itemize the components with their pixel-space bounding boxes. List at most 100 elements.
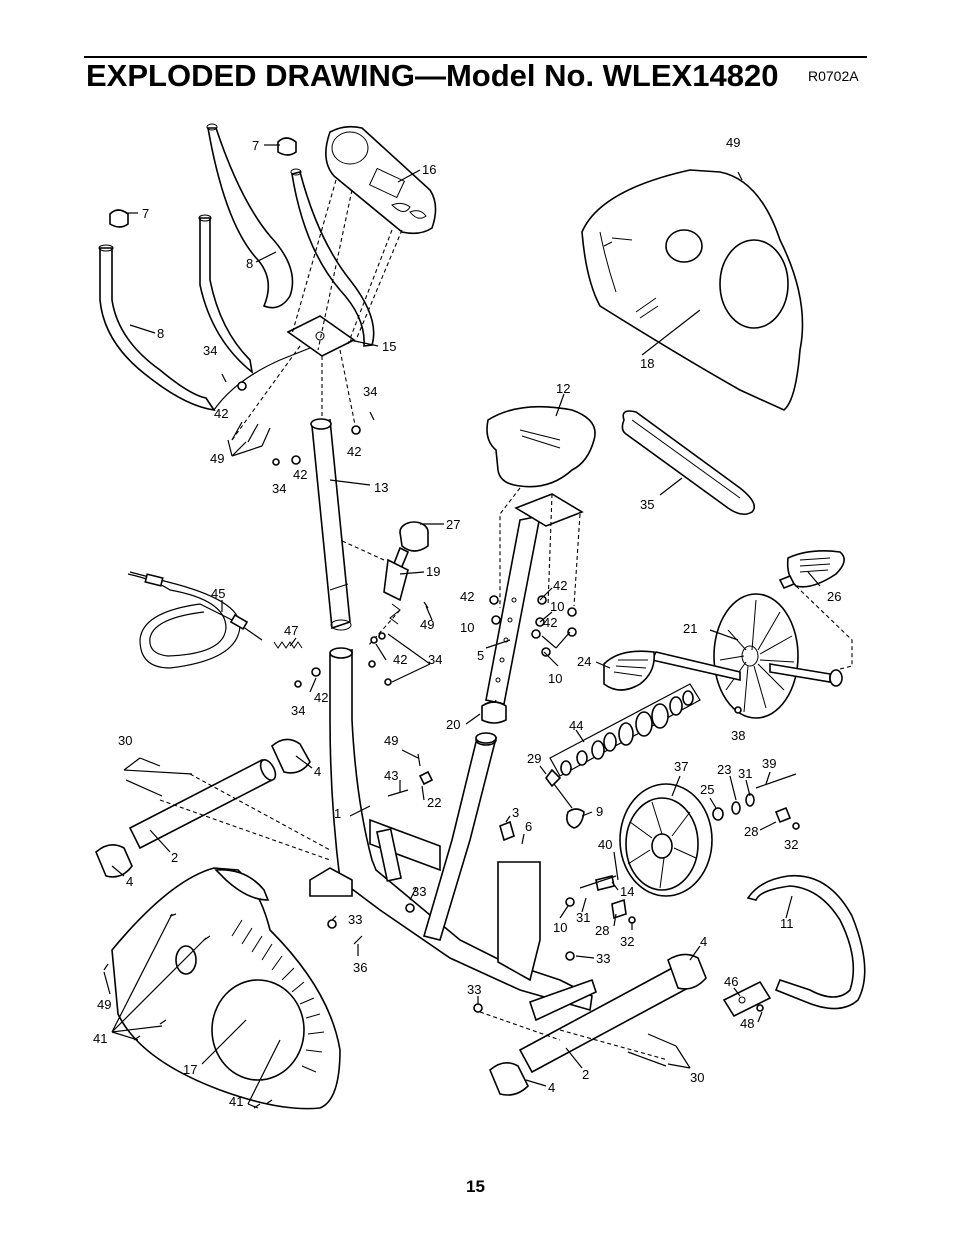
label-7: 7 [252,138,259,153]
label-32: 32 [784,837,798,852]
fasteners [103,171,764,1109]
bearing-kit [549,683,701,777]
flywheel-21 [650,593,843,719]
seat-post [485,514,542,705]
label-10: 10 [548,671,562,686]
label-42: 42 [314,690,328,705]
label-31: 31 [738,766,752,781]
label-42: 42 [214,406,228,421]
label-4: 4 [126,874,133,889]
label-42: 42 [293,467,307,482]
label-2: 2 [171,850,178,865]
header-rule [84,56,867,58]
pedal-24 [603,650,656,691]
cap-part [109,137,297,228]
label-33: 33 [412,884,426,899]
right-shroud [581,169,804,411]
label-26: 26 [827,589,841,604]
main-frame [309,647,597,1022]
tension-cable [127,571,303,669]
upright-tube [310,418,352,631]
label-33: 33 [348,912,362,927]
label-38: 38 [731,728,745,743]
label-28: 28 [744,824,758,839]
leader-lines [103,144,821,1109]
label-46: 46 [724,974,738,989]
label-19: 19 [426,564,440,579]
label-3: 3 [512,805,519,820]
label-11: 11 [780,916,794,931]
label-32: 32 [620,934,634,949]
label-2: 2 [582,1067,589,1082]
drawing-code: R0702A [808,68,859,84]
label-23: 23 [717,762,731,777]
label-8: 8 [246,256,253,271]
label-39: 39 [762,756,776,771]
label-12: 12 [556,381,570,396]
label-8: 8 [157,326,164,341]
label-37: 37 [674,759,688,774]
rear-stabilizer [489,953,707,1096]
label-10: 10 [550,599,564,614]
label-10: 10 [553,920,567,935]
label-13: 13 [374,480,388,495]
label-43: 43 [384,768,398,783]
label-45: 45 [211,586,225,601]
label-34: 34 [203,343,217,358]
label-47: 47 [284,623,298,638]
bolts-30 [123,769,677,1067]
label-4: 4 [700,934,707,949]
label-7: 7 [142,206,149,221]
label-29: 29 [527,751,541,766]
label-42: 42 [543,615,557,630]
label-20: 20 [446,717,460,732]
label-41: 41 [93,1031,107,1046]
label-21: 21 [683,621,697,636]
label-42: 42 [347,444,361,459]
label-48: 48 [740,1016,754,1031]
label-14: 14 [620,884,634,899]
label-42: 42 [553,578,567,593]
flywheel-hardware [712,773,800,830]
tension-knob [383,521,429,625]
label-44: 44 [569,718,583,733]
left-shroud [111,867,341,1110]
label-15: 15 [382,339,396,354]
label-27: 27 [446,517,460,532]
part-number-labels: 7 7 8 8 16 15 34 42 34 49 42 42 34 13 49… [93,135,841,1109]
console-part [325,125,437,235]
label-34: 34 [363,384,377,399]
label-42: 42 [393,652,407,667]
label-34: 34 [428,652,442,667]
label-40: 40 [598,837,612,852]
resistance-band [722,874,866,1018]
label-42: 42 [460,589,474,604]
handlebar-right [206,123,375,347]
label-41: 41 [229,1094,243,1109]
label-36: 36 [353,960,367,975]
label-49: 49 [420,617,434,632]
drive-belt [621,410,756,516]
label-34: 34 [291,703,305,718]
label-49: 49 [97,997,111,1012]
label-31: 31 [576,910,590,925]
pedal-part [778,550,845,590]
label-22: 22 [427,795,441,810]
label-24: 24 [577,654,591,669]
label-25: 25 [700,782,714,797]
front-stabilizer [95,738,311,878]
label-1: 1 [334,806,341,821]
label-35: 35 [640,497,654,512]
label-9: 9 [596,804,603,819]
label-28: 28 [595,923,609,938]
label-10: 10 [460,620,474,635]
label-30: 30 [690,1070,704,1085]
pulley-37 [619,783,713,897]
seat [486,405,596,527]
label-33: 33 [596,951,610,966]
page-title: EXPLODED DRAWING—Model No. WLEX14820 [86,58,779,93]
handlebar-left [98,214,311,412]
label-4: 4 [548,1080,555,1095]
label-33: 33 [467,982,481,997]
